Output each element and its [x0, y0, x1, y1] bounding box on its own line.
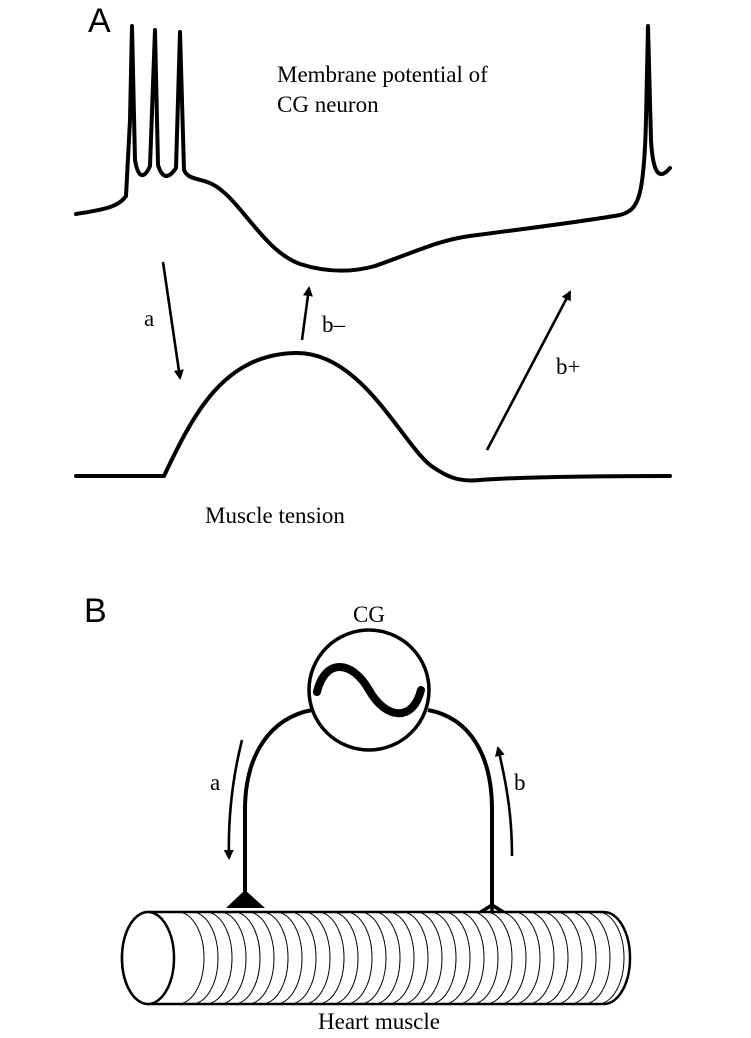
- muscle-fiber-ring: [289, 911, 317, 1005]
- muscle-fiber-ring: [429, 911, 457, 1005]
- arrow-b-panel-b-label: b: [514, 770, 526, 795]
- muscle-fiber-ring: [275, 911, 303, 1005]
- muscle-fiber-ring: [177, 911, 205, 1005]
- arrow-b-minus: [300, 286, 313, 341]
- muscle-fiber-ring: [205, 911, 233, 1005]
- panel-b: B CG a b Heart muscle: [84, 592, 632, 1034]
- motor-nerve-fiber: [243, 708, 313, 892]
- muscle-fiber-ring: [513, 911, 541, 1005]
- membrane-potential-label-line1: Membrane potential of: [277, 62, 488, 87]
- panel-a: A Membrane potential of CG neuron Muscle…: [74, 2, 672, 528]
- muscle-fiber-ring: [345, 911, 373, 1005]
- muscle-fiber-rings: [177, 911, 625, 1005]
- cg-label: CG: [353, 602, 385, 627]
- arrow-b-plus-label: b+: [556, 354, 580, 379]
- muscle-fiber-ring: [317, 911, 345, 1005]
- sensory-nerve-fiber: [427, 708, 494, 906]
- muscle-fiber-ring: [471, 911, 499, 1005]
- muscle-fiber-ring: [457, 911, 485, 1005]
- muscle-tension-trace: [74, 350, 672, 483]
- sine-wave-icon: [313, 663, 425, 718]
- muscle-fiber-ring: [415, 911, 443, 1005]
- muscle-fiber-ring: [485, 911, 513, 1005]
- panel-b-letter: B: [84, 592, 107, 630]
- muscle-fiber-ring: [373, 911, 401, 1005]
- muscle-fiber-ring: [569, 911, 597, 1005]
- arrow-b-minus-label: b–: [322, 312, 346, 337]
- muscle-fiber-ring: [541, 911, 569, 1005]
- heart-muscle-label: Heart muscle: [318, 1009, 440, 1034]
- membrane-potential-label-line2: CG neuron: [277, 92, 379, 117]
- arrow-a-panel-b-label: a: [210, 770, 220, 795]
- muscle-fiber-ring: [247, 911, 275, 1005]
- arrow-b-plus: [485, 290, 572, 451]
- muscle-fiber-ring: [401, 911, 429, 1005]
- arrow-b-panel-b: [494, 746, 514, 857]
- muscle-fiber-ring: [233, 911, 261, 1005]
- muscle-tension-label: Muscle tension: [205, 503, 345, 528]
- muscle-fiber-ring: [597, 911, 625, 1005]
- muscle-fiber-ring: [261, 911, 289, 1005]
- muscle-fiber-ring: [219, 911, 247, 1005]
- muscle-fiber-ring: [555, 911, 583, 1005]
- muscle-fiber-ring: [331, 911, 359, 1005]
- muscle-fiber-ring: [359, 911, 387, 1005]
- arrow-a-panel-b: [223, 739, 244, 860]
- muscle-fiber-ring: [527, 911, 555, 1005]
- motor-terminal-icon: [226, 890, 265, 908]
- muscle-fiber-ring: [443, 911, 471, 1005]
- muscle-fiber-ring: [499, 911, 527, 1005]
- membrane-potential-trace: [74, 24, 672, 273]
- muscle-fiber-ring: [583, 911, 611, 1005]
- muscle-fiber-ring: [303, 911, 331, 1005]
- arrow-a: [161, 261, 184, 380]
- panel-a-letter: A: [88, 2, 111, 40]
- arrow-a-label: a: [144, 306, 154, 331]
- muscle-fiber-ring: [191, 911, 219, 1005]
- muscle-fiber-ring: [387, 911, 415, 1005]
- heart-muscle-cylinder: [120, 910, 632, 1006]
